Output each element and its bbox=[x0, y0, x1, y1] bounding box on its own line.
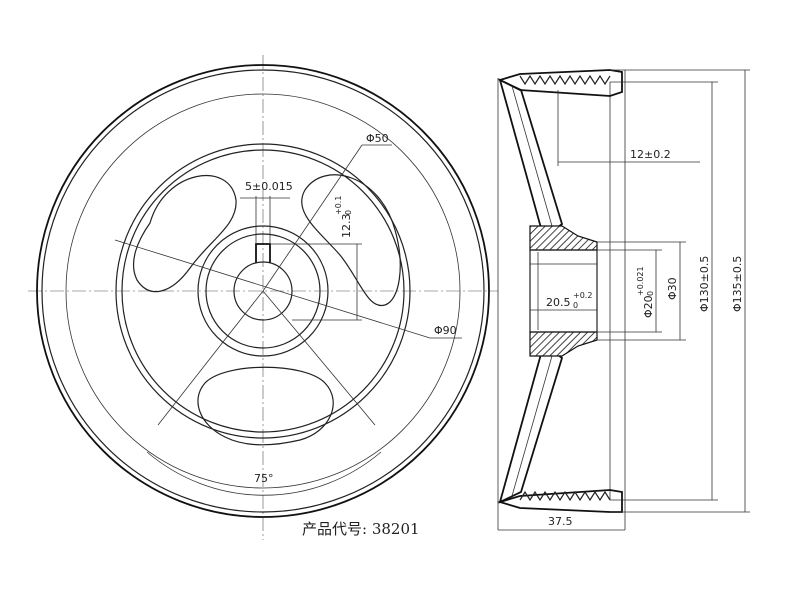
spoke-window-bottom bbox=[197, 366, 334, 446]
groove-offset-label: 12±0.2 bbox=[630, 148, 671, 161]
hub-inner-circle bbox=[205, 233, 321, 349]
hub-length-label: 20.5 bbox=[546, 296, 571, 309]
d50-leader bbox=[262, 144, 363, 292]
groove-dia-label: Φ130±0.5 bbox=[698, 256, 711, 312]
keyway-depth-tol-lower: 0 bbox=[344, 210, 353, 215]
outer-dia-label: Φ135±0.5 bbox=[731, 256, 744, 312]
angle-ray-left bbox=[157, 290, 264, 426]
angle-ray-right bbox=[262, 290, 376, 426]
angle-arc bbox=[146, 451, 382, 496]
keyway-depth-label-group: 12.3 +0.1 0 bbox=[334, 196, 353, 238]
hub-outer-circle bbox=[197, 225, 329, 357]
groove-root-circle bbox=[65, 93, 461, 489]
bore-label-group: Φ20 +0.021 0 bbox=[636, 266, 655, 318]
angle-label: 75° bbox=[254, 472, 274, 485]
product-code-label: 产品代号: 38201 bbox=[302, 520, 420, 538]
front-view: Φ50 Φ90 5±0.015 12.3 +0.1 0 75° bbox=[28, 55, 498, 540]
keyway-width-label: 5±0.015 bbox=[245, 180, 293, 193]
keyway-outline bbox=[255, 243, 271, 263]
hub-length-label-group: 20.5 +0.2 0 bbox=[546, 291, 592, 310]
bore-rect bbox=[529, 249, 598, 333]
d90-label: Φ90 bbox=[434, 324, 457, 337]
section-view: Φ135±0.5 Φ130±0.5 Φ30 Φ20 +0.021 0 20.5 … bbox=[496, 69, 750, 531]
upper-web-outline bbox=[498, 78, 564, 236]
lower-web-outline bbox=[498, 346, 564, 504]
hub-section-top-hatch bbox=[529, 225, 598, 251]
hub-section-bottom-hatch bbox=[529, 331, 598, 357]
outer-rim-circle bbox=[36, 64, 490, 518]
bottom-rim-outline bbox=[496, 489, 623, 513]
bore-circle bbox=[233, 261, 293, 321]
width-label: 37.5 bbox=[548, 515, 573, 528]
outer-rim-inner-circle bbox=[41, 69, 485, 513]
bottom-groove-teeth bbox=[519, 490, 611, 502]
spoke-window-right bbox=[301, 174, 401, 307]
web-outer-circle bbox=[115, 143, 411, 439]
keyway-depth-label: 12.3 bbox=[340, 214, 353, 239]
bore-tol-lower: 0 bbox=[646, 291, 655, 296]
top-groove-teeth bbox=[519, 74, 611, 86]
keyway-depth-tol-upper: +0.1 bbox=[334, 196, 343, 215]
hub-length-tol-upper: +0.2 bbox=[573, 291, 592, 300]
hub-od-label: Φ30 bbox=[666, 277, 679, 300]
d90-leader bbox=[114, 239, 431, 339]
bore-tol-upper: +0.021 bbox=[636, 266, 645, 296]
web-inner-circle bbox=[121, 149, 405, 433]
d50-label: Φ50 bbox=[366, 132, 389, 145]
bore-label: Φ20 bbox=[642, 295, 655, 318]
hub-length-tol-lower: 0 bbox=[573, 301, 578, 310]
spoke-window-left bbox=[133, 175, 237, 293]
